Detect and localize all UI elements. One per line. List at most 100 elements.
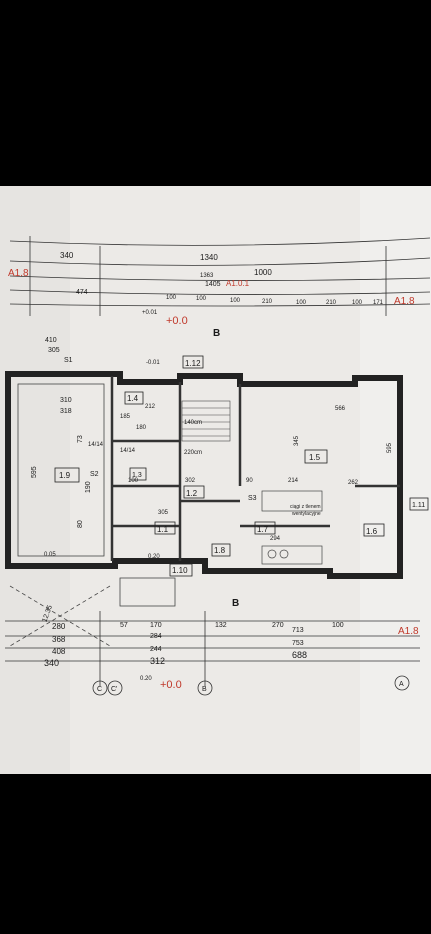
room-label: 1.3 (132, 472, 142, 479)
room-label: 1.8 (214, 546, 226, 555)
dim-label: 1363 (200, 273, 214, 279)
dim-label: 100 (230, 298, 241, 304)
note-label: wentylacyjne (292, 511, 321, 517)
dim-label: 100 (128, 478, 139, 484)
dim-label: 1405 (205, 281, 221, 288)
dim-label: 132 (215, 622, 227, 629)
dim-label: 1000 (254, 268, 272, 277)
dim-label: 180 (136, 425, 147, 431)
dim-label: 408 (52, 647, 66, 656)
dim-label: 713 (292, 627, 304, 634)
dim-label: 171 (373, 300, 384, 306)
room-label: 1.9 (59, 471, 71, 480)
floor-plan-drawing: 340 1340 1000 1405 474 100 100 100 210 1… (0, 186, 431, 774)
left-dimension-labels: 410 305 310 318 595 73 190 80 280 368 40… (31, 337, 307, 668)
extra-label: S1 (64, 357, 73, 364)
dim-label: 753 (292, 640, 304, 647)
dim-label: 1340 (200, 253, 218, 262)
dim-label: 345 (294, 435, 300, 446)
dim-label: 410 (45, 337, 57, 344)
dim-label: 305 (48, 347, 60, 354)
dim-label: 340 (60, 251, 74, 260)
red-mark: A1.8 (398, 626, 419, 637)
top-dimension-labels: 340 1340 1000 1405 474 100 100 100 210 1… (60, 251, 384, 306)
stairs (181, 400, 231, 442)
room-label: 1.1 (157, 525, 169, 534)
paper (0, 186, 431, 774)
level-label: +0.01 (142, 310, 158, 316)
dim-label: 312 (150, 656, 165, 666)
floor-plan-photo: 340 1340 1000 1405 474 100 100 100 210 1… (0, 186, 431, 774)
dim-label: 595 (387, 442, 393, 453)
extra-label: S3 (248, 495, 257, 502)
dim-label: 210 (262, 299, 273, 305)
dim-label: 368 (52, 635, 66, 644)
dim-label: 190 (85, 481, 92, 493)
axis-circles (92, 675, 410, 696)
axis-label: B (202, 686, 207, 693)
interior-walls (110, 376, 400, 561)
room-label: 1.10 (172, 566, 188, 575)
level-label: 0.20 (148, 554, 160, 560)
room-label: 1.5 (309, 453, 321, 462)
paper-fold-shadow (0, 186, 70, 774)
room-labels: 1.12 1.4 1.5 1.9 1.2 1.1 1.7 1.6 1.8 1.1… (59, 359, 425, 575)
dim-label: 262 (348, 480, 359, 486)
section-mark: B (213, 328, 220, 339)
red-mark: +0.0 (160, 679, 182, 691)
red-mark: A1.8 (394, 296, 415, 307)
dim-label: 100 (352, 300, 363, 306)
dim-label: 270 (272, 622, 284, 629)
dim-label: 100 (196, 296, 207, 302)
axis-label: C' (111, 686, 117, 693)
dim-label: 595 (31, 466, 38, 478)
dim-label: 100 (166, 295, 177, 301)
red-mark: A1.8 (8, 268, 29, 279)
section-mark: B (232, 598, 239, 609)
room-label: 1.7 (257, 525, 269, 534)
mid-dimension-labels: 212 185 180 100 302 305 90 214 262 566 3… (120, 404, 393, 653)
paper-highlight (360, 186, 431, 774)
dim-label: 212 (145, 404, 156, 410)
room-label: 1.4 (127, 394, 139, 403)
dim-label: 210 (326, 300, 337, 306)
note-label: 14/14 (120, 448, 136, 454)
note-label: 14/14 (88, 442, 104, 448)
note-label: ciągi z tlenem (290, 504, 321, 510)
note-label: 140cm (184, 420, 202, 426)
dim-label: 566 (335, 406, 346, 412)
dim-label: 170 (150, 622, 162, 629)
dim-label: 340 (44, 658, 59, 668)
axis-label: C (97, 686, 102, 693)
room-label: 1.6 (366, 527, 378, 536)
axis-label: A (399, 681, 404, 688)
garage-details (9, 383, 176, 647)
top-dimension-lines (9, 236, 431, 316)
axis-labels: C C' B A (97, 681, 404, 693)
dim-label: 305 (158, 510, 169, 516)
dim-label: 90 (246, 478, 253, 484)
dim-label: 80 (77, 520, 84, 528)
room-label: 1.11 (412, 502, 425, 509)
bottom-dimension-lines (5, 611, 420, 686)
dim-label: 318 (60, 408, 72, 415)
dim-label: 280 (52, 622, 66, 631)
dim-label: 214 (288, 478, 299, 484)
extra-label: S2 (90, 471, 99, 478)
level-label: 0.05 (44, 552, 56, 558)
room-note-labels: 140cm 220cm 14/14 14/14 ciągi z tlenem w… (88, 420, 321, 517)
room-label: 1.12 (185, 359, 201, 368)
dim-label: 73 (77, 435, 84, 443)
level-labels: -0.01 +0.01 0.20 0.05 0.20 (44, 310, 160, 682)
dim-label: 244 (150, 646, 162, 653)
dim-label: 57 (120, 622, 128, 629)
dim-label: 100 (332, 622, 344, 629)
level-label: -0.01 (146, 360, 160, 366)
level-label: 0.20 (140, 676, 152, 682)
red-mark: +0.0 (166, 315, 188, 327)
note-label: 220cm (184, 450, 202, 456)
dim-label: 294 (270, 536, 281, 542)
red-annotations: A1.8 A1.8 A1.8 +0.0 +0.0 A1.0.1 (8, 268, 419, 691)
dim-label: 474 (76, 289, 88, 296)
dim-label: 284 (150, 633, 162, 640)
